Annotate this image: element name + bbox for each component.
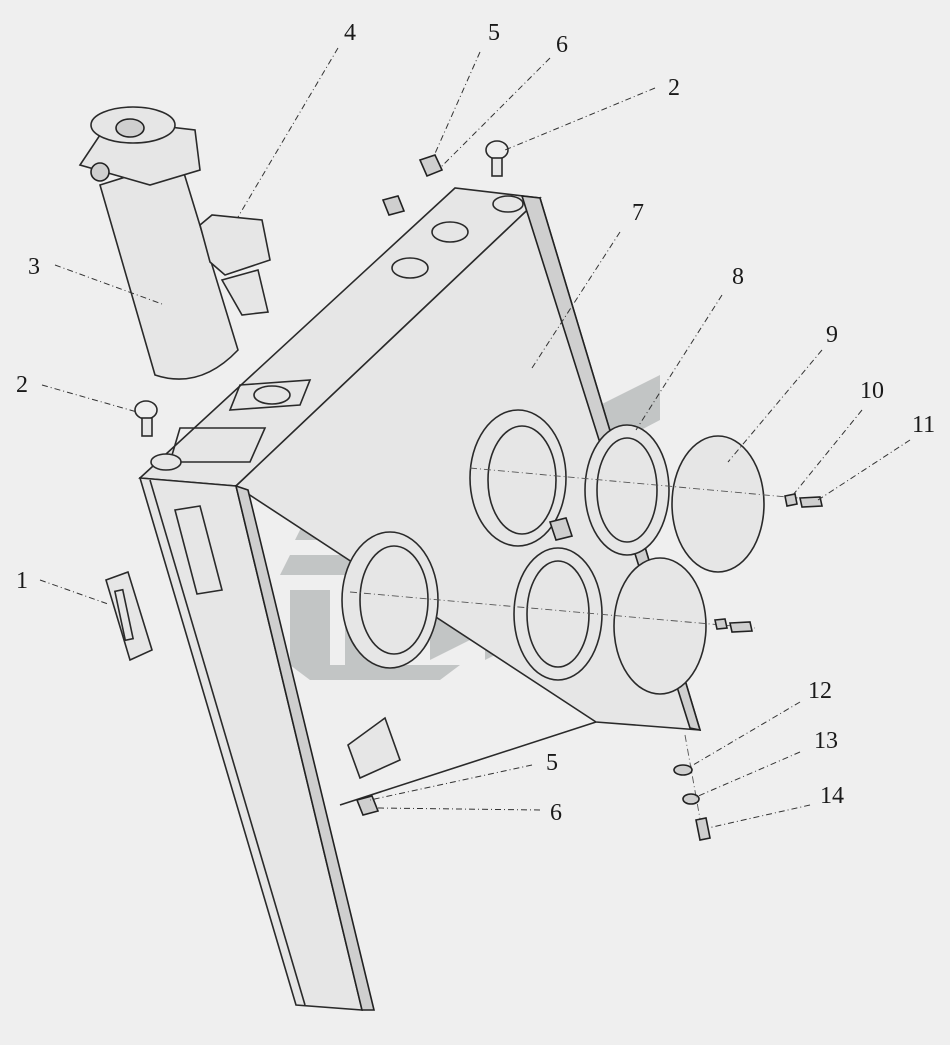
callout-11: 11 — [912, 412, 935, 438]
callout-2: 2 — [668, 75, 680, 101]
drain-washer-12 — [673, 764, 693, 776]
leader-2a — [41, 384, 138, 413]
callout-10: 10 — [860, 378, 884, 404]
callout-1: 1 — [16, 568, 28, 594]
lower-mount-plate — [347, 716, 402, 780]
drain-plug-14 — [695, 817, 711, 841]
corner-boss — [150, 453, 182, 471]
callout-5: 5 — [488, 20, 500, 46]
callout-6: 6 — [550, 800, 562, 826]
bolt — [729, 621, 753, 633]
eye-bolt-ring — [134, 400, 158, 420]
lower-frame-ring — [341, 531, 439, 669]
callout-4: 4 — [344, 20, 356, 46]
bolt — [799, 496, 823, 508]
callout-12: 12 — [808, 678, 832, 704]
filter-port — [90, 162, 110, 182]
lower-frame-ring-inner — [359, 545, 429, 655]
plug-with-washer — [418, 154, 444, 178]
washer — [714, 618, 728, 630]
callout-labels: 1 2 2 3 4 5 5 6 6 7 8 9 10 11 12 13 14 — [16, 20, 935, 826]
leader-10 — [792, 409, 863, 496]
leader-13 — [695, 751, 801, 798]
breather-cap — [199, 214, 271, 316]
leader-8 — [635, 294, 723, 431]
leader-11 — [817, 439, 911, 501]
leader-4 — [237, 47, 339, 218]
callout-5: 5 — [546, 750, 558, 776]
leader-6b — [377, 807, 541, 811]
eye-bolt-ring — [485, 140, 509, 160]
leader-5a — [432, 51, 481, 159]
callout-13: 13 — [814, 728, 838, 754]
eye-bolt-shank — [491, 157, 503, 177]
lower-bolt-axis — [349, 591, 756, 629]
upper-gasket — [584, 424, 670, 556]
leader-6a — [439, 57, 551, 169]
leader-1 — [39, 579, 109, 605]
center-pipe-stub — [548, 517, 574, 541]
washer — [784, 493, 798, 507]
leader-3 — [54, 264, 163, 305]
plug-with-washer — [381, 195, 406, 216]
sight-glass — [105, 570, 153, 662]
callout-7: 7 — [632, 200, 644, 226]
leader-lines — [39, 47, 911, 829]
eye-bolt-shank — [141, 417, 153, 437]
frame-post-edge — [149, 479, 306, 1006]
upper-cover-plate — [671, 435, 765, 573]
top-opening-large — [168, 427, 267, 463]
callout-2: 2 — [16, 372, 28, 398]
eye-bolt — [134, 400, 158, 437]
sight-glass-bracket — [174, 505, 223, 595]
top-boss — [431, 221, 469, 243]
top-opening-flange-hole — [253, 385, 291, 405]
callout-14: 14 — [820, 783, 844, 809]
lower-gasket-inner — [526, 560, 590, 668]
callout-6: 6 — [556, 32, 568, 58]
leader-14 — [707, 804, 811, 829]
callout-8: 8 — [732, 264, 744, 290]
leader-12 — [687, 701, 801, 769]
lower-inspection-group — [341, 531, 756, 695]
callout-3: 3 — [28, 254, 40, 280]
drain-axis — [684, 734, 703, 831]
upper-inspection-group — [469, 409, 821, 573]
filter-body — [99, 158, 239, 380]
leader-9 — [727, 349, 823, 463]
upper-bolt-axis — [469, 467, 821, 501]
upper-frame-ring-inner — [487, 425, 557, 535]
plug-with-washer — [355, 795, 380, 816]
top-opening-flange — [228, 379, 312, 411]
leader-7 — [531, 231, 621, 369]
frame-bottom-edge — [339, 721, 597, 806]
leader-5b — [369, 764, 533, 801]
lower-cover-plate — [613, 557, 707, 695]
leader-2b — [504, 87, 656, 151]
corner-boss — [492, 195, 524, 213]
upper-gasket-inner — [596, 437, 658, 543]
callout-9: 9 — [826, 322, 838, 348]
sight-glass-window — [113, 588, 135, 642]
watermark-shape — [290, 590, 460, 680]
drain-washer-13 — [682, 793, 700, 805]
top-boss — [391, 257, 429, 279]
oil-filter — [78, 106, 239, 380]
filter-cap-boss — [115, 118, 145, 138]
eye-bolt — [485, 140, 509, 177]
breather-head — [199, 214, 271, 276]
breather-body — [220, 269, 269, 316]
frame-left-post-side — [234, 484, 376, 1011]
